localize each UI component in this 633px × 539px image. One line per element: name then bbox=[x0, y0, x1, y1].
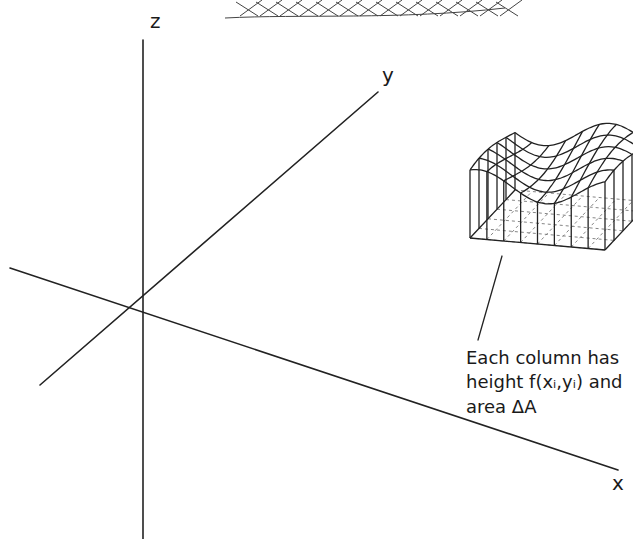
hatch-stroke bbox=[276, 2, 298, 16]
base-grid-line bbox=[470, 190, 515, 238]
base-grid-line bbox=[479, 228, 614, 240]
column-edge bbox=[505, 137, 506, 199]
hatch-stroke bbox=[280, 0, 302, 16]
column-edge bbox=[587, 188, 588, 249]
surface-grid-line bbox=[515, 123, 633, 145]
surface-grid-line bbox=[605, 145, 633, 182]
axis-label: z bbox=[150, 8, 161, 35]
column-edge bbox=[622, 161, 623, 231]
column-edge bbox=[496, 142, 497, 209]
column-edge bbox=[537, 202, 538, 244]
column-edge bbox=[469, 170, 470, 238]
column-edge bbox=[487, 149, 488, 219]
surface-grid-line bbox=[554, 124, 599, 203]
column-edge bbox=[478, 158, 479, 228]
column-surface bbox=[470, 123, 633, 250]
z-axis bbox=[142, 40, 144, 539]
hatch-stroke bbox=[300, 0, 322, 16]
hatch-stroke bbox=[456, 2, 478, 16]
surface-grid-line bbox=[479, 158, 614, 192]
hatch-stroke bbox=[260, 0, 282, 16]
hatched-region bbox=[225, 0, 522, 18]
column-edge bbox=[604, 182, 605, 250]
column-edge bbox=[514, 133, 515, 190]
base-grid-line bbox=[504, 193, 549, 241]
base-grid-line bbox=[488, 219, 623, 231]
hatch-stroke bbox=[460, 0, 482, 16]
axis-label: x bbox=[612, 470, 624, 497]
base-grid-line bbox=[588, 201, 633, 249]
column-edge bbox=[613, 170, 614, 240]
hatch-stroke bbox=[360, 0, 382, 16]
column-edge bbox=[486, 172, 487, 240]
base-edge bbox=[605, 202, 633, 250]
note-text: Each column has height f(xᵢ,yᵢ) and area… bbox=[466, 346, 628, 419]
hatch-stroke bbox=[296, 2, 318, 16]
column-edge bbox=[571, 197, 572, 247]
surface-grid-line bbox=[488, 149, 623, 180]
hatch-stroke bbox=[316, 2, 338, 16]
hatch-stroke bbox=[400, 0, 422, 16]
hatch-stroke bbox=[356, 2, 378, 16]
column-edge bbox=[631, 154, 632, 221]
y-axis bbox=[40, 92, 378, 385]
hatch-stroke bbox=[340, 0, 362, 16]
column-edge bbox=[503, 181, 504, 241]
hatch-stroke bbox=[236, 2, 258, 16]
hatch-stroke bbox=[336, 2, 358, 16]
hatch-stroke bbox=[376, 2, 398, 16]
base-edge bbox=[470, 190, 515, 238]
hatch-stroke bbox=[480, 0, 502, 16]
hatch-stroke bbox=[240, 0, 262, 16]
x-axis bbox=[10, 268, 618, 470]
surface-grid-line bbox=[588, 132, 633, 187]
base-grid-line bbox=[497, 209, 632, 221]
hatch-stroke bbox=[320, 0, 342, 16]
hatch-stroke bbox=[396, 2, 418, 16]
surface-grid-line bbox=[497, 142, 632, 168]
hatched-edge bbox=[225, 8, 505, 18]
hatch-stroke bbox=[380, 0, 402, 16]
surface-grid-line bbox=[470, 170, 605, 204]
column-edge bbox=[520, 193, 521, 242]
surface-grid-line bbox=[487, 143, 532, 172]
base-grid-line bbox=[487, 192, 532, 240]
leader-line bbox=[478, 256, 502, 340]
axis-label: y bbox=[382, 62, 394, 89]
column-edge bbox=[554, 203, 555, 245]
hatch-stroke bbox=[256, 2, 278, 16]
base-edge bbox=[470, 238, 605, 250]
